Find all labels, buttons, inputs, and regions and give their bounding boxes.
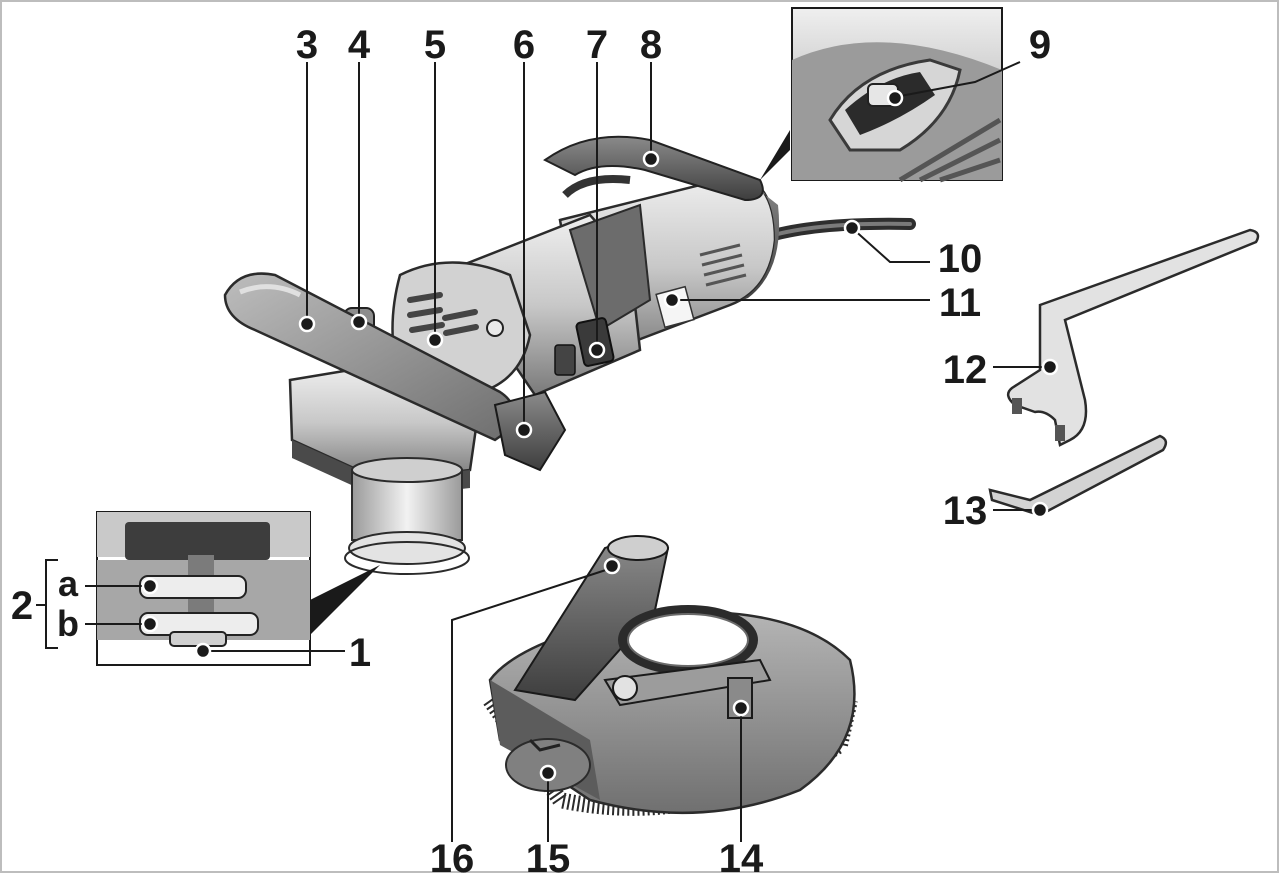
callout-dots <box>141 89 1059 782</box>
callout-13: 13 <box>943 489 988 533</box>
switch-detail-inset <box>760 7 1003 183</box>
callout-2: 2 <box>11 584 33 628</box>
callout-8: 8 <box>640 23 662 67</box>
flange-detail-inset <box>96 511 380 666</box>
two-pin-wrench <box>1006 228 1260 447</box>
callout-2a: a <box>58 563 79 604</box>
callout-3: 3 <box>296 23 318 67</box>
callout-14: 14 <box>719 837 764 873</box>
callout-11: 11 <box>939 281 981 325</box>
dust-extraction-guard <box>483 535 858 816</box>
callout-6: 6 <box>513 23 535 67</box>
callout-7: 7 <box>586 23 608 67</box>
hex-key <box>988 434 1168 517</box>
callout-9: 9 <box>1029 23 1051 67</box>
callout-2b: b <box>57 603 79 644</box>
leader-lines <box>36 61 1050 842</box>
callout-15: 15 <box>526 837 571 873</box>
callout-12: 12 <box>943 348 988 392</box>
callout-10: 10 <box>938 237 983 281</box>
grinder-body <box>223 135 780 575</box>
callout-5: 5 <box>424 23 446 67</box>
callout-4: 4 <box>348 23 371 67</box>
callout-1: 1 <box>349 631 371 675</box>
callout-16: 16 <box>430 837 475 873</box>
